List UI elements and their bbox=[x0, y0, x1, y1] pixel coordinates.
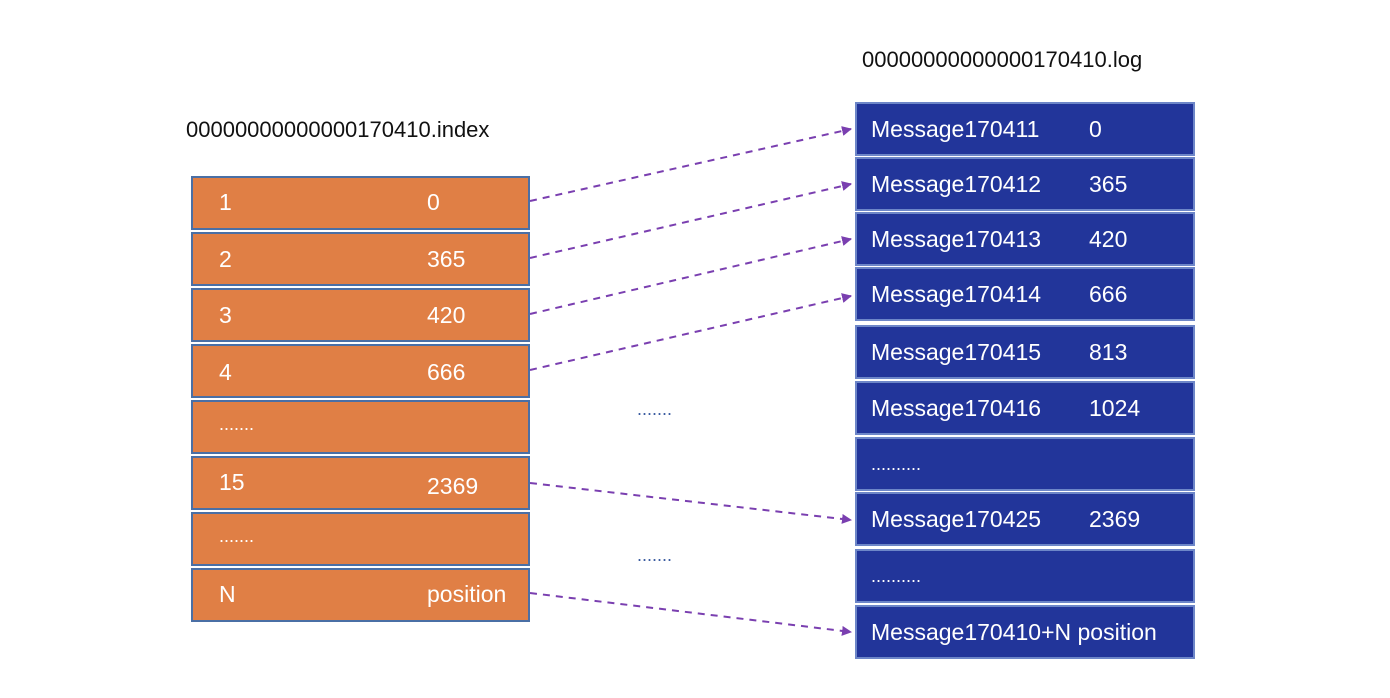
index-entry: 4 666 bbox=[191, 344, 530, 398]
log-message-name: Message170412 bbox=[871, 171, 1042, 197]
log-file-title: 00000000000000170410.log bbox=[862, 47, 1143, 72]
log-message-name: Message170414 bbox=[871, 281, 1042, 307]
index-position: 2369 bbox=[427, 473, 479, 499]
index-position: 420 bbox=[427, 302, 466, 328]
index-relative-offset: 2 bbox=[219, 246, 232, 272]
log-message-ellipsis: .......... bbox=[855, 549, 1195, 603]
index-relative-offset: 4 bbox=[219, 359, 232, 385]
index-entry: N position bbox=[191, 568, 530, 622]
log-message-name: Message170410+N position bbox=[871, 619, 1157, 645]
log-message-position: 666 bbox=[1089, 281, 1128, 307]
log-message: Message170415 813 bbox=[855, 325, 1195, 379]
pointer-arrow bbox=[529, 126, 852, 202]
log-message-name: Message170411 bbox=[871, 116, 1040, 142]
log-message: Message170412 365 bbox=[855, 157, 1195, 211]
log-message: Message170425 2369 bbox=[855, 492, 1195, 546]
index-relative-offset: ....... bbox=[219, 414, 255, 434]
pointer-arrow bbox=[529, 181, 852, 259]
log-message-position: 1024 bbox=[1089, 395, 1141, 421]
log-message-position: 0 bbox=[1089, 116, 1102, 142]
pointer-arrow bbox=[529, 236, 852, 315]
log-message-position: 365 bbox=[1089, 171, 1128, 197]
log-message: Message170410+N position bbox=[855, 605, 1195, 659]
log-message: Message170411 0 bbox=[855, 102, 1195, 156]
index-entry: 15 2369 bbox=[191, 456, 530, 510]
log-message-name: Message170413 bbox=[871, 226, 1042, 252]
log-message-position: 420 bbox=[1089, 226, 1128, 252]
index-relative-offset: N bbox=[219, 581, 236, 607]
pointer-arrow bbox=[529, 482, 852, 524]
index-entry: 2 365 bbox=[191, 232, 530, 286]
index-entry-ellipsis: ....... bbox=[191, 400, 530, 454]
index-relative-offset: 1 bbox=[219, 189, 232, 215]
log-message-position: 813 bbox=[1089, 339, 1128, 365]
index-position: 666 bbox=[427, 359, 466, 385]
log-message-name: Message170425 bbox=[871, 506, 1042, 532]
log-message: Message170414 666 bbox=[855, 267, 1195, 321]
index-entry: 3 420 bbox=[191, 288, 530, 342]
index-entry: 1 0 bbox=[191, 176, 530, 230]
gap-marker: ....... bbox=[637, 399, 673, 419]
index-relative-offset: ....... bbox=[219, 526, 255, 546]
log-message: Message170413 420 bbox=[855, 212, 1195, 266]
log-message-name: .......... bbox=[871, 566, 922, 586]
index-position: position bbox=[427, 581, 507, 607]
log-message-name: Message170416 bbox=[871, 395, 1042, 421]
log-message-position: 2369 bbox=[1089, 506, 1141, 532]
log-message-ellipsis: .......... bbox=[855, 437, 1195, 491]
log-message-name: Message170415 bbox=[871, 339, 1042, 365]
log-message-name: .......... bbox=[871, 454, 922, 474]
index-position: 365 bbox=[427, 246, 466, 272]
index-relative-offset: 3 bbox=[219, 302, 232, 328]
pointer-arrow bbox=[529, 592, 852, 636]
index-relative-offset: 15 bbox=[219, 469, 245, 495]
log-message: Message170416 1024 bbox=[855, 381, 1195, 435]
index-entry-ellipsis: ....... bbox=[191, 512, 530, 566]
index-file-title: 00000000000000170410.index bbox=[186, 117, 490, 142]
pointer-arrow bbox=[529, 293, 852, 371]
index-position: 0 bbox=[427, 189, 440, 215]
gap-marker: ....... bbox=[637, 545, 673, 565]
